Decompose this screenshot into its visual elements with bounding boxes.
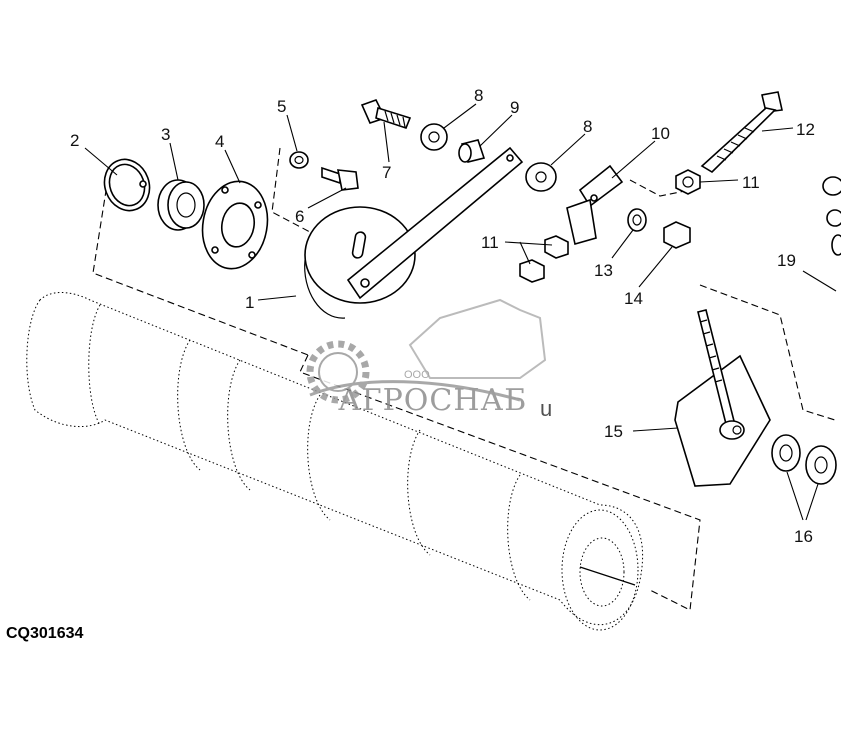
callout-10: 10 — [651, 124, 670, 143]
part-11-nut-b — [544, 235, 569, 259]
watermark-suffix: u — [540, 396, 552, 421]
part-14-nut — [663, 221, 691, 249]
watermark-brand: АГРОСНАБ — [338, 383, 527, 418]
callout-16: 16 — [794, 527, 813, 546]
part-5-washer — [289, 151, 309, 169]
part-1-disc — [304, 206, 416, 319]
part-12-long-bolt — [700, 91, 783, 174]
part-15-scraper — [674, 309, 771, 487]
callout-8b: 8 — [583, 117, 592, 136]
callout-labels: 1 2 3 4 5 6 7 8 8 9 10 11 11 12 13 14 15… — [70, 86, 815, 546]
callout-13: 13 — [594, 261, 613, 280]
part-8-washer-b — [525, 162, 557, 192]
gear-icon — [306, 340, 370, 404]
part-10-bracket — [566, 164, 624, 246]
part-6-screw — [321, 166, 359, 191]
callout-11b: 11 — [742, 173, 760, 192]
roller-drum — [26, 292, 644, 631]
callout-3: 3 — [161, 125, 170, 144]
figure-code: CQ301634 — [6, 625, 83, 642]
callout-4: 4 — [215, 132, 224, 151]
callout-14: 14 — [624, 289, 643, 308]
callout-5: 5 — [277, 97, 286, 116]
part-8-washer-a — [420, 123, 448, 151]
callout-12: 12 — [796, 120, 815, 139]
part-9-bushing — [458, 139, 486, 163]
part-13-washer — [627, 208, 647, 232]
combine-harvester-icon — [408, 298, 547, 379]
part-16-washer-a — [771, 434, 801, 472]
callout-2: 2 — [70, 131, 79, 150]
assembly-guide-lines — [92, 147, 836, 611]
callout-9: 9 — [510, 98, 519, 117]
callout-7: 7 — [382, 163, 391, 182]
leader-lines — [84, 103, 837, 521]
callout-15: 15 — [604, 422, 623, 441]
callout-1: 1 — [245, 293, 254, 312]
part-16-washer-b — [805, 445, 837, 485]
part-3-bearing — [157, 179, 205, 231]
watermark: ООО АГРОСНАБ u — [306, 298, 552, 421]
part-11-nut-c — [519, 259, 545, 283]
part-2-snap-ring — [103, 158, 151, 212]
callout-6: 6 — [295, 207, 304, 226]
callout-19: 19 — [777, 251, 796, 270]
part-19-hardware — [822, 176, 841, 256]
part-4-flange — [201, 180, 269, 270]
part-7-bolt — [360, 99, 412, 129]
watermark-small-text: ООО — [404, 369, 430, 381]
callout-8a: 8 — [474, 86, 483, 105]
callout-11a: 11 — [481, 233, 499, 252]
part-11-nut-a — [675, 169, 701, 195]
adjuster-arm — [346, 146, 524, 300]
